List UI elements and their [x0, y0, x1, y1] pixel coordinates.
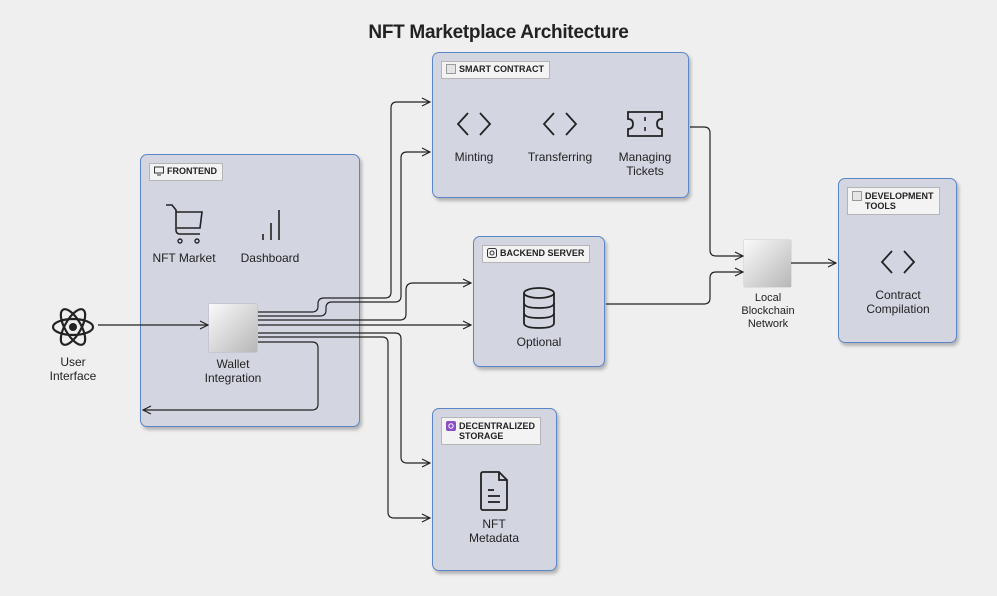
decentralized-storage-tag-label: DECENTRALIZED STORAGE	[459, 421, 535, 441]
wallet-integration-label: Wallet Integration	[204, 357, 262, 385]
backend-server-tag-label: BACKEND SERVER	[500, 248, 585, 258]
server-icon	[487, 248, 497, 258]
managing-tickets-node[interactable]: Managing Tickets	[611, 108, 679, 178]
nft-metadata-label: NFT Metadata	[468, 517, 520, 545]
nft-market-node[interactable]: NFT Market	[148, 200, 220, 265]
nft-market-label: NFT Market	[152, 251, 216, 265]
local-blockchain-network-label: Local Blockchain Network	[741, 292, 795, 330]
optional-node[interactable]: Optional	[505, 286, 573, 349]
bar-chart-icon	[234, 200, 306, 246]
storage-icon	[446, 421, 456, 431]
decentralized-storage-tag: DECENTRALIZED STORAGE	[441, 417, 541, 445]
shopping-cart-icon	[148, 200, 220, 246]
edge-wallet-to-backend-top	[258, 283, 471, 321]
minting-node[interactable]: Minting	[440, 108, 508, 164]
optional-label: Optional	[516, 335, 562, 349]
code-icon	[522, 108, 598, 140]
react-atom-icon	[38, 304, 108, 350]
frontend-group: FRONTEND	[140, 154, 360, 427]
frontend-tag: FRONTEND	[149, 163, 223, 181]
managing-tickets-label: Managing Tickets	[618, 150, 672, 178]
monitor-icon	[154, 166, 164, 176]
edge-contract-to-local	[690, 126, 743, 256]
local-blockchain-network-box[interactable]	[744, 240, 791, 287]
smart-contract-tag: SMART CONTRACT	[441, 61, 550, 79]
backend-server-tag: BACKEND SERVER	[482, 245, 591, 263]
transferring-label: Transferring	[527, 150, 593, 164]
tag-square-icon	[852, 191, 862, 201]
frontend-tag-label: FRONTEND	[167, 166, 217, 176]
contract-compilation-label: Contract Compilation	[866, 288, 930, 316]
code-icon	[440, 108, 508, 140]
smart-contract-tag-label: SMART CONTRACT	[459, 64, 544, 74]
development-tools-tag: DEVELOPMENT TOOLS	[847, 187, 940, 215]
user-interface-label: User Interface	[49, 355, 97, 383]
decentralized-storage-group: DECENTRALIZED STORAGE	[432, 408, 557, 571]
diagram-title: NFT Marketplace Architecture	[368, 22, 629, 43]
wallet-integration-box[interactable]	[209, 304, 257, 352]
user-interface-node[interactable]: User Interface	[38, 304, 108, 383]
edge-backend-to-local	[606, 272, 743, 305]
edge-wallet-to-transferring	[258, 152, 430, 317]
smart-contract-group: SMART CONTRACT	[432, 52, 689, 198]
edge-wallet-to-minting	[258, 102, 430, 313]
contract-compilation-node[interactable]: Contract Compilation	[858, 246, 938, 316]
ticket-icon	[611, 108, 679, 140]
dashboard-node[interactable]: Dashboard	[234, 200, 306, 265]
database-icon	[505, 286, 573, 330]
tag-square-icon	[446, 64, 456, 74]
dashboard-label: Dashboard	[240, 251, 300, 265]
code-icon	[858, 246, 938, 278]
minting-label: Minting	[454, 150, 494, 164]
document-icon	[460, 468, 528, 514]
backend-server-group: BACKEND SERVER	[473, 236, 605, 367]
edge-wallet-to-storage-1	[258, 332, 430, 463]
edge-wallet-loop	[143, 341, 319, 410]
development-tools-group: DEVELOPMENT TOOLS	[838, 178, 957, 343]
nft-metadata-node[interactable]: NFT Metadata	[460, 468, 528, 545]
transferring-node[interactable]: Transferring	[522, 108, 598, 164]
edge-wallet-to-storage-2	[258, 336, 430, 518]
development-tools-tag-label: DEVELOPMENT TOOLS	[865, 191, 934, 211]
